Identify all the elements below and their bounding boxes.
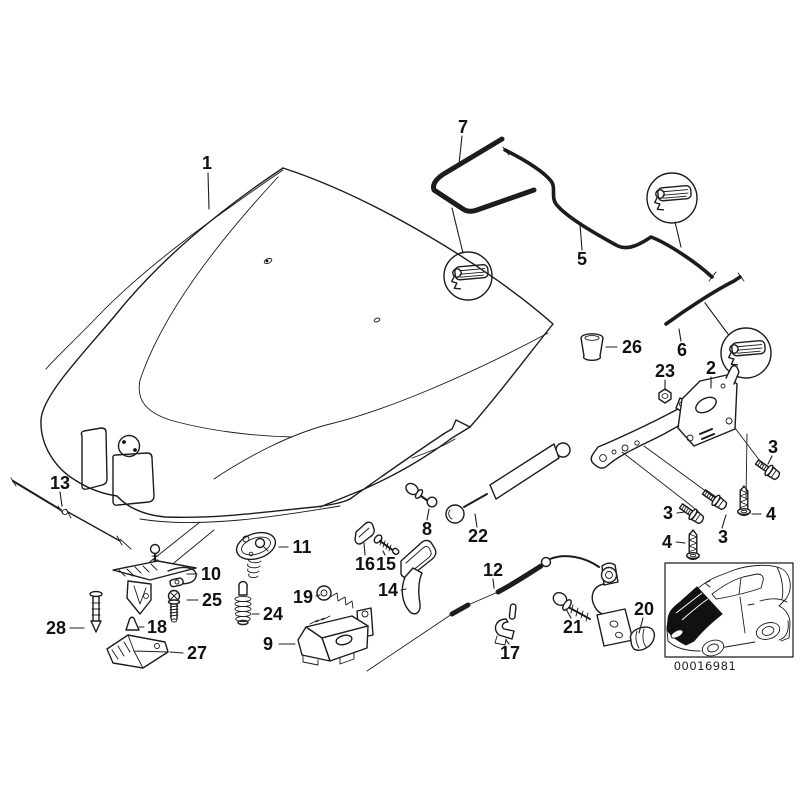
- ball-pin-8-drawing: [405, 482, 438, 508]
- callout-10: 10: [200, 564, 222, 584]
- release-handle-14-drawing: [400, 539, 437, 615]
- hinge-screw-4-bottom: [686, 529, 700, 561]
- hex-nut-23: [658, 388, 672, 404]
- callout-4-bottom: 4: [661, 532, 673, 552]
- seal-detail-circle-top: [646, 172, 698, 224]
- cap-16-drawing: [354, 521, 375, 545]
- release-cable-drawing: [366, 555, 600, 672]
- callout-9: 9: [262, 634, 274, 654]
- callout-14: 14: [377, 580, 399, 600]
- callout-19: 19: [292, 587, 314, 607]
- hood-latch-10-drawing: [112, 543, 197, 615]
- callout-18: 18: [146, 617, 168, 637]
- callout-3-left: 3: [662, 503, 674, 523]
- callout-7: 7: [457, 117, 469, 137]
- bmw-roundel: [117, 434, 141, 458]
- callout-20: 20: [633, 599, 655, 619]
- seal-detail-circle-bottom: [720, 327, 772, 379]
- callout-26: 26: [621, 337, 643, 357]
- hood-seal-side-6: [664, 272, 745, 326]
- callout-17: 17: [499, 643, 521, 663]
- hinge-bolt-3-right: [752, 456, 783, 483]
- cap-26: [580, 333, 604, 361]
- bracket-9-drawing: [297, 607, 374, 666]
- callout-15: 15: [375, 554, 397, 574]
- hood-seal-center-5: [502, 146, 717, 282]
- callout-25: 25: [201, 590, 223, 610]
- lock-lever-bracket-drawing: [591, 562, 634, 647]
- bracket-27-drawing: [106, 634, 169, 669]
- callout-27: 27: [186, 643, 208, 663]
- hood-panel-drawing: [40, 167, 554, 577]
- gas-strut-drawing: [445, 442, 571, 524]
- buffer-18-drawing: [125, 616, 140, 631]
- callout-22: 22: [467, 526, 489, 546]
- callout-24: 24: [262, 604, 284, 624]
- car-illustration: [666, 564, 791, 657]
- car-location-inset: [664, 562, 794, 658]
- rivet-28-drawing: [89, 590, 103, 633]
- callout-1: 1: [201, 153, 213, 173]
- hinge-bolt-3-left: [676, 500, 707, 527]
- callout-3-middle: 3: [717, 527, 729, 547]
- buffer-cone-20-drawing: [629, 626, 656, 651]
- stud-15-drawing: [373, 534, 400, 556]
- callout-6: 6: [676, 340, 688, 360]
- callout-23: 23: [654, 361, 676, 381]
- part-code: 00016981: [673, 659, 737, 673]
- seal-detail-circle-left: [443, 251, 493, 301]
- kidney-grille-right: [112, 452, 155, 506]
- screw-25-drawing: [167, 589, 181, 623]
- hood-hinge-drawing: [590, 365, 764, 512]
- rod-13-drawing: [10, 477, 132, 550]
- callout-28: 28: [45, 618, 67, 638]
- hood-seal-front-7: [431, 136, 537, 214]
- callout-16: 16: [354, 554, 376, 574]
- screw-spring-19-drawing: [316, 585, 354, 609]
- callout-11: 11: [292, 537, 312, 557]
- callout-12: 12: [482, 560, 504, 580]
- callout-5: 5: [576, 249, 588, 269]
- cable-clip-17-drawing: [494, 603, 517, 646]
- lock-bolt-21-drawing: [552, 591, 591, 622]
- callout-2: 2: [705, 358, 717, 378]
- callout-8: 8: [421, 519, 433, 539]
- callout-4-right: 4: [765, 504, 777, 524]
- leader-lines: [59, 135, 773, 654]
- callout-13: 13: [49, 473, 71, 493]
- buffer-24-drawing: [234, 580, 252, 626]
- kidney-grille-left: [80, 427, 108, 490]
- grommet-11-drawing: [235, 531, 277, 579]
- callout-3-right: 3: [767, 437, 779, 457]
- hinge-bolt-3-middle: [699, 486, 730, 513]
- hinge-screw-4-right: [737, 485, 751, 517]
- callout-21: 21: [562, 617, 584, 637]
